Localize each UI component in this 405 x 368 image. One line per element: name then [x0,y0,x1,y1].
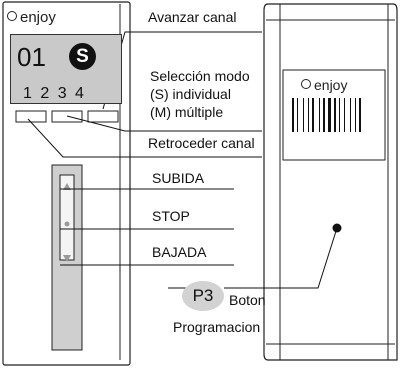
label-mode-select-title: Selección modo [150,68,250,84]
holder-brand: enjoy [301,77,347,93]
leader-back [27,118,262,158]
label-back-channel: Retroceder canal [148,135,255,151]
barcode-bar [319,98,320,132]
label-stop: STOP [152,208,190,224]
barcode-bar [328,98,331,132]
barcode-bar [355,98,356,132]
leader-mode [66,115,262,132]
channel-digits: 1 2 3 4 [23,85,84,102]
channel-advance-button[interactable] [87,110,119,123]
channel-back-button[interactable] [15,110,47,123]
label-up: SUBIDA [152,170,205,186]
up-arrow-icon[interactable] [63,183,71,190]
label-button: Boton [229,292,266,308]
down-arrow-icon[interactable] [63,255,71,262]
barcode-bar [339,98,340,132]
barcode-bar [334,98,336,132]
channel-number: 01 [17,42,46,72]
remote-brand-text: enjoy [20,9,56,26]
label-down: BAJADA [152,244,207,260]
holder-brand-text: enjoy [314,77,348,93]
mode-badge: S [69,43,96,70]
label-mode-individual: (S) individual [150,86,231,102]
stop-dot-icon[interactable] [64,221,70,227]
label-programming: Programacion [173,319,261,335]
barcode-bar [350,98,351,132]
barcode-bar [312,98,314,132]
barcode-bar [297,98,298,132]
barcode-bar [303,98,304,132]
barcode-bar [308,98,309,132]
holder-brand-ring-icon [301,79,311,89]
wall-holder [263,3,398,361]
label-mode-multiple: (M) múltiple [150,104,224,120]
brand-ring-icon [7,11,17,21]
leader-screw [224,227,338,289]
barcode-bar [359,98,361,132]
remote-display: 01 S 1 2 3 4 [10,34,122,104]
label-advance-channel: Avanzar canal [148,9,237,25]
barcode-bar [344,98,345,132]
barcode [292,98,361,132]
barcode-bar [323,98,325,132]
barcode-bar [292,98,294,132]
p3-button-badge: P3 [182,281,224,311]
remote-brand: enjoy [7,9,56,26]
